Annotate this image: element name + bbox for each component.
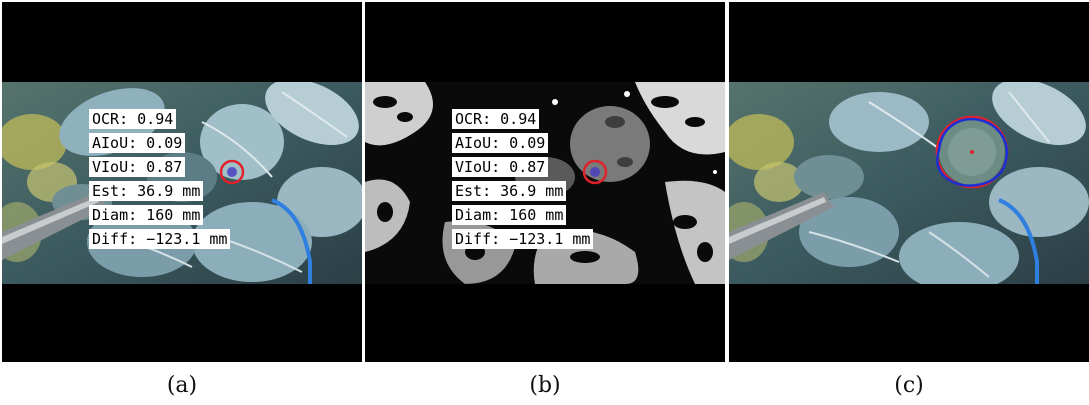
panel-c-image bbox=[729, 82, 1089, 284]
aiou-label: AIoU: 0.09 bbox=[89, 133, 186, 153]
panel-b: OCR: 0.94 AIoU: 0.09 VIoU: 0.87 Est: 36.… bbox=[365, 2, 725, 362]
ocr-label: OCR: 0.94 bbox=[89, 109, 177, 129]
caption-b: (b) bbox=[529, 373, 561, 398]
diff-label: Diff: −123.1 mm bbox=[89, 229, 231, 249]
diff-label: Diff: −123.1 mm bbox=[452, 229, 594, 249]
viou-label: VIoU: 0.87 bbox=[89, 157, 186, 177]
broccoli-photo-a bbox=[2, 82, 362, 284]
broccoli-photo-c bbox=[729, 82, 1089, 284]
aiou-label: AIoU: 0.09 bbox=[452, 133, 549, 153]
est-label: Est: 36.9 mm bbox=[89, 181, 204, 201]
metrics-overlay-b: OCR: 0.94 AIoU: 0.09 VIoU: 0.87 Est: 36.… bbox=[452, 109, 652, 249]
ocr-label: OCR: 0.94 bbox=[452, 109, 540, 129]
circle-marker bbox=[582, 159, 608, 185]
diam-label: Diam: 160 mm bbox=[89, 205, 204, 225]
panel-a: OCR: 0.94 AIoU: 0.09 VIoU: 0.87 Est: 36.… bbox=[2, 2, 362, 362]
metrics-overlay-a: OCR: 0.94 AIoU: 0.09 VIoU: 0.87 Est: 36.… bbox=[89, 109, 289, 249]
viou-label: VIoU: 0.87 bbox=[452, 157, 549, 177]
panel-a-image bbox=[2, 82, 362, 284]
panel-c bbox=[729, 2, 1089, 362]
caption-a: (a) bbox=[166, 373, 198, 398]
head-contour bbox=[936, 117, 1009, 187]
circle-marker bbox=[219, 159, 245, 185]
est-label: Est: 36.9 mm bbox=[452, 181, 567, 201]
caption-c: (c) bbox=[894, 373, 924, 398]
diam-label: Diam: 160 mm bbox=[452, 205, 567, 225]
